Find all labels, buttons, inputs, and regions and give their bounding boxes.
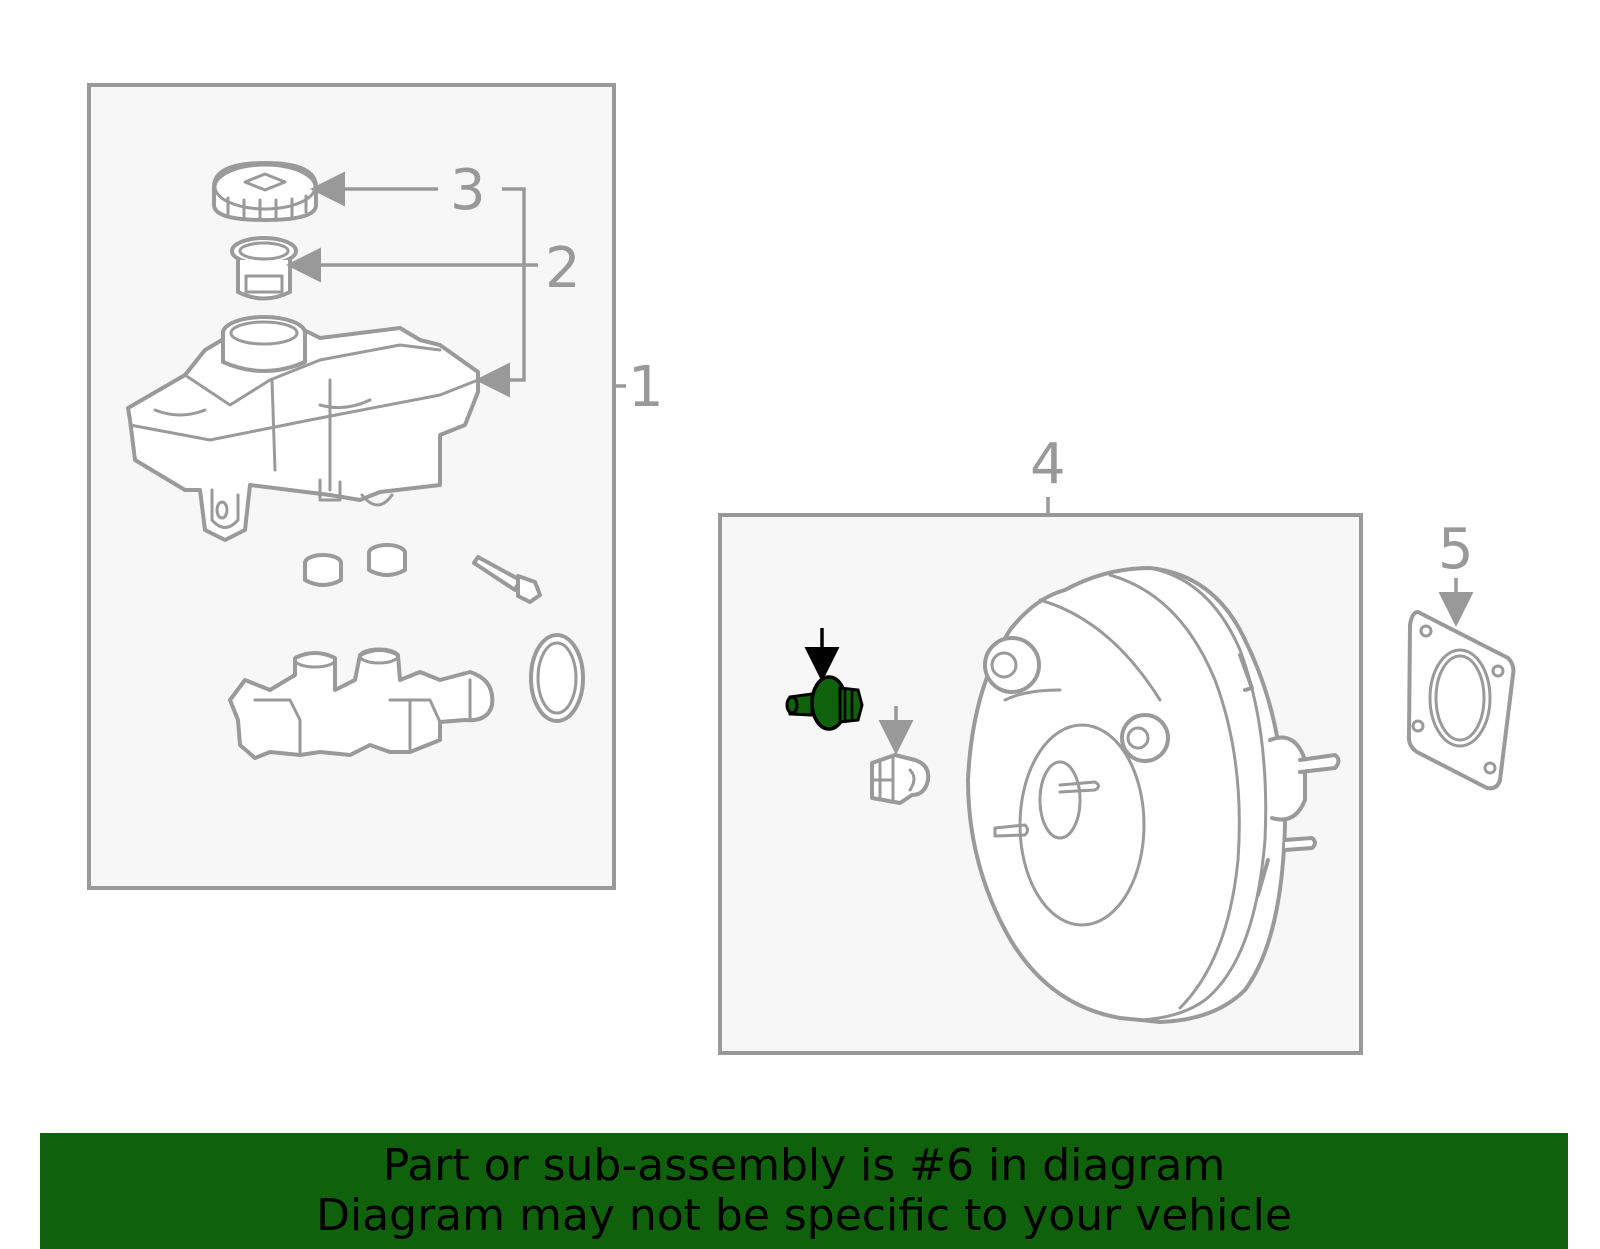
reservoir-cap[interactable] [212, 161, 318, 222]
check-valve-highlighted[interactable] [785, 675, 864, 731]
brake-booster-group [718, 497, 1363, 1055]
master-cylinder-group [87, 83, 626, 890]
info-banner: Part or sub-assembly is #6 in diagram Di… [40, 1133, 1568, 1249]
callout-4[interactable]: 4 [1030, 432, 1066, 497]
reservoir-grommets[interactable] [303, 543, 407, 587]
callout-2[interactable]: 2 [545, 236, 581, 301]
reservoir-strainer[interactable] [230, 236, 298, 301]
banner-line-2: Diagram may not be specific to your vehi… [316, 1190, 1292, 1241]
leader-bracket [475, 187, 526, 398]
callout-1[interactable]: 1 [628, 355, 664, 420]
callout-3[interactable]: 3 [450, 158, 486, 223]
banner-line-1: Part or sub-assembly is #6 in diagram [382, 1140, 1226, 1191]
o-ring[interactable] [529, 633, 585, 723]
callout-5[interactable]: 5 [1438, 517, 1474, 582]
check-valve-grommet[interactable] [870, 753, 931, 805]
master-cylinder-body[interactable] [228, 647, 495, 760]
brake-booster[interactable] [966, 566, 1341, 1024]
reservoir-pin[interactable] [472, 555, 542, 604]
brake-fluid-reservoir[interactable] [126, 315, 480, 542]
booster-gasket[interactable] [1406, 610, 1516, 791]
